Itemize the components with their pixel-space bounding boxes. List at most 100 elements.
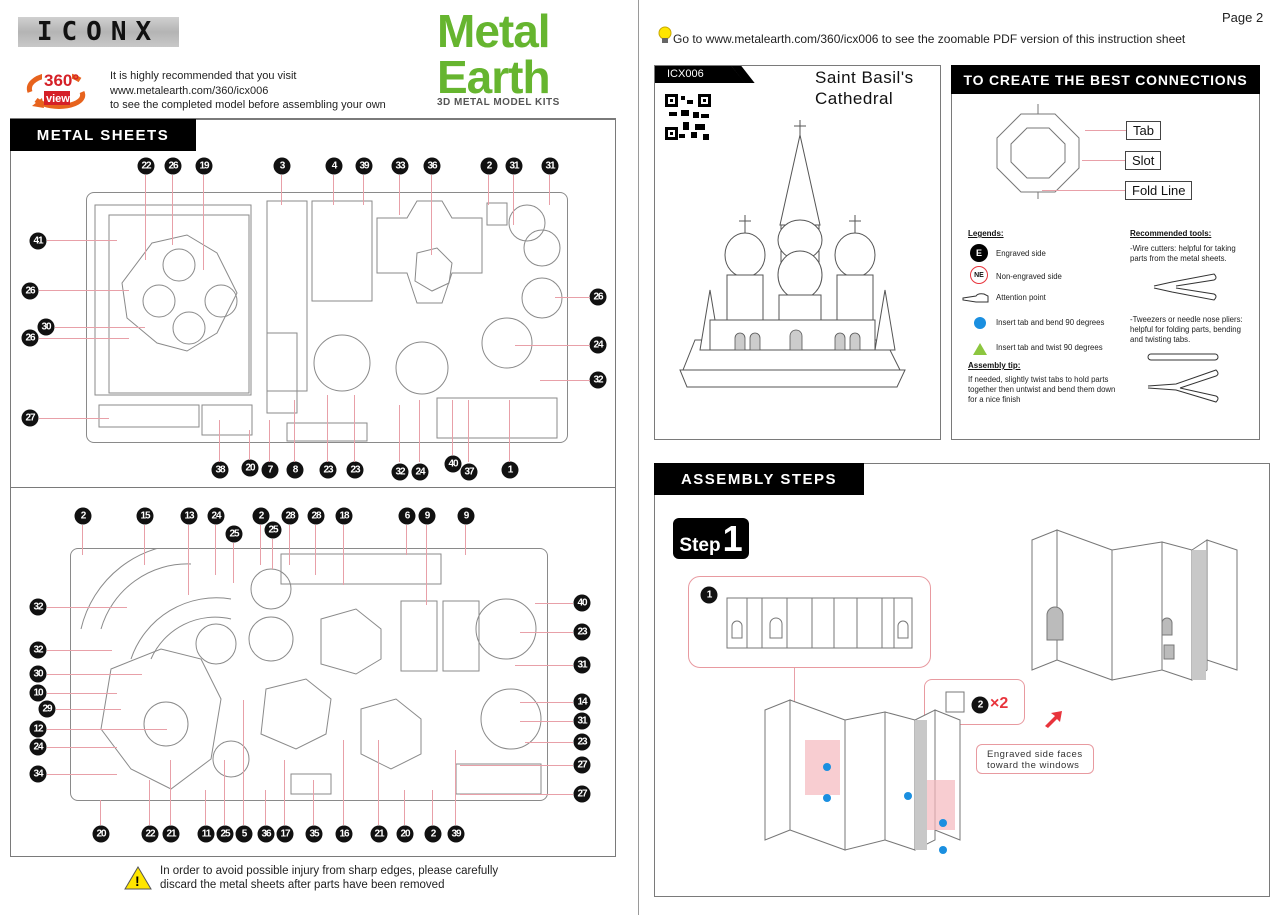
part-leader-line [432, 790, 433, 825]
part-leader-line [378, 740, 379, 825]
part-number-badge: 30 [37, 318, 55, 336]
goto-link-text[interactable]: Go to www.metalearth.com/360/icx006 to s… [673, 32, 1186, 46]
part-leader-line [47, 693, 117, 694]
metal-sheet-2 [70, 548, 548, 801]
part-leader-line [55, 327, 145, 328]
part-leader-line [269, 420, 270, 462]
wire-cutters-icon [1152, 270, 1220, 305]
part-number-badge: 24 [589, 336, 607, 354]
part-leader-line [515, 665, 573, 666]
part-badge: 1 [700, 586, 718, 604]
part-leader-line [535, 603, 573, 604]
intro-link[interactable]: www.metalearth.com/360/icx006 [110, 84, 269, 97]
part-number-badge: 25 [264, 521, 282, 539]
part-leader-line [243, 700, 244, 825]
step-1-assembly-drawing [745, 690, 985, 870]
part-number-badge: 31 [573, 712, 591, 730]
part-leader-line [203, 175, 204, 270]
intro-text: It is highly recommended that you visit … [110, 69, 386, 113]
part-leader-line [215, 525, 216, 575]
connections-title: TO CREATE THE BEST CONNECTIONS [951, 65, 1260, 94]
intro-line: It is highly recommended that you visit [110, 70, 297, 82]
header-rule [10, 118, 616, 119]
part-leader-line [399, 175, 400, 215]
green-triangle-icon [973, 342, 987, 355]
part-number-badge: 24 [29, 738, 47, 756]
sheet-divider [10, 487, 616, 488]
part-number-badge: 26 [589, 288, 607, 306]
part-leader-line [100, 800, 101, 825]
sheet-1-parts [94, 200, 563, 442]
part-leader-line [313, 780, 314, 825]
part-leader-line [465, 525, 466, 555]
part-number-badge: 40 [573, 594, 591, 612]
part-leader-line [249, 430, 250, 460]
legend-label: Engraved side [996, 249, 1046, 258]
part-leader-line [39, 290, 129, 291]
part-number-badge: 3 [273, 157, 291, 175]
part-leader-line [172, 175, 173, 245]
part-number-badge: 28 [307, 507, 325, 525]
part-number-badge: 36 [257, 825, 275, 843]
part-leader-line [509, 400, 510, 462]
part-number-badge: 32 [29, 598, 47, 616]
part-number-badge: 20 [396, 825, 414, 843]
part-leader-line [404, 790, 405, 825]
part-number-badge: 18 [335, 507, 353, 525]
360-view-icon[interactable]: 360° view [22, 66, 102, 110]
part-number-badge: 23 [319, 461, 337, 479]
part-leader-line [233, 543, 234, 583]
step-1-result-drawing [1012, 520, 1252, 705]
part-badge: 2 [971, 696, 989, 714]
part-leader-line [520, 721, 573, 722]
part-number-badge: 25 [216, 825, 234, 843]
part-number-badge: 14 [573, 693, 591, 711]
part-leader-line [549, 175, 550, 205]
logo-subtitle: 3D METAL MODEL KITS [437, 97, 560, 108]
part-leader-line [47, 650, 112, 651]
part-leader-line [144, 525, 145, 565]
assembly-tip-title: Assembly tip: [968, 361, 1021, 370]
part-leader-line [224, 760, 225, 825]
part-number-badge: 23 [573, 733, 591, 751]
part-number-badge: 31 [541, 157, 559, 175]
warning-triangle-icon: ! [124, 866, 152, 890]
part-leader-line [39, 418, 109, 419]
part-number-badge: 34 [29, 765, 47, 783]
arrow-icon [1043, 710, 1063, 728]
legend-label: Attention point [996, 293, 1046, 302]
sheet-2-parts [80, 549, 542, 795]
part-leader-line [333, 175, 334, 205]
qr-code-icon[interactable] [665, 94, 711, 140]
connections-card [951, 65, 1260, 440]
tool-text: -Tweezers or needle nose pliers: helpful… [1130, 315, 1243, 344]
part-leader-line [272, 539, 273, 569]
part-number-badge: 40 [444, 455, 462, 473]
part-number-badge: 5 [235, 825, 253, 843]
part-leader-line [488, 175, 489, 205]
model-name-line: Cathedral [815, 89, 894, 108]
view-text: view [46, 93, 70, 105]
part-number-badge: 39 [355, 157, 373, 175]
part-leader-line [343, 740, 344, 825]
part-leader-line [281, 175, 282, 205]
part-leader-line [149, 780, 150, 825]
part-leader-line [520, 702, 573, 703]
cathedral-illustration [675, 115, 910, 390]
part-leader-line [284, 760, 285, 825]
part-leader-line [205, 790, 206, 825]
model-name-line: Saint Basil's [815, 68, 914, 87]
part-number-badge: 41 [29, 232, 47, 250]
iconx-brand: ICONX [18, 17, 179, 47]
part-number-badge: 19 [195, 157, 213, 175]
part-2-icon [942, 690, 968, 714]
part-leader-line [525, 742, 573, 743]
engraved-note: Engraved side faces toward the windows [976, 744, 1094, 774]
part-number-badge: 2 [252, 507, 270, 525]
logo-line: Earth [437, 51, 551, 103]
part-leader-line [47, 607, 127, 608]
part-leader-line [219, 420, 220, 462]
part-number-badge: 13 [180, 507, 198, 525]
part-leader-line [56, 709, 121, 710]
part-leader-line [520, 632, 573, 633]
